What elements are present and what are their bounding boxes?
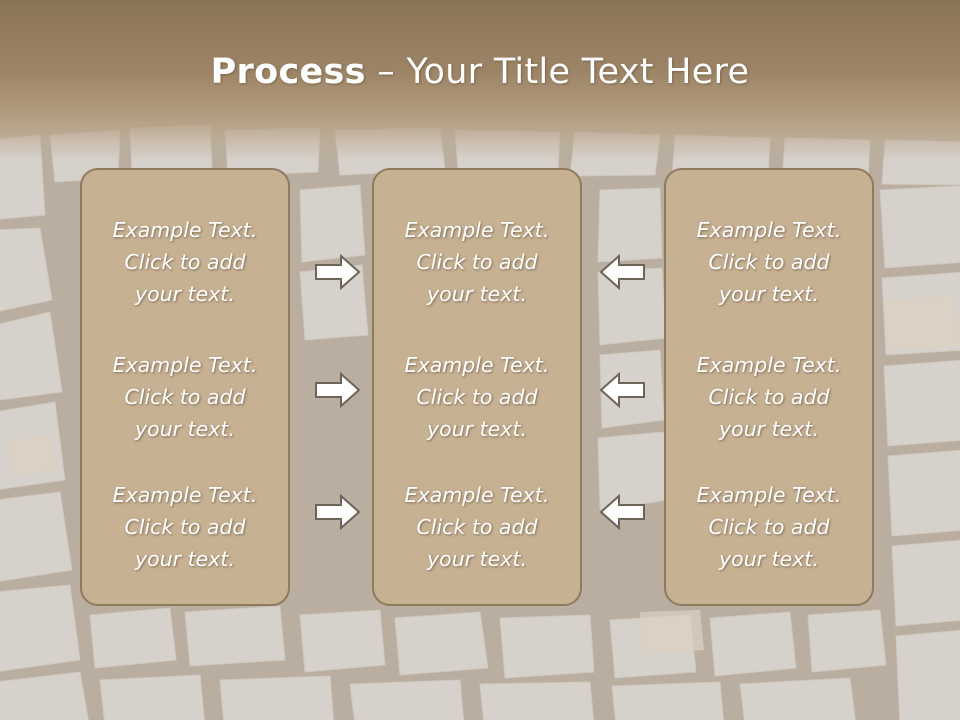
text-placeholder[interactable]: Example Text. Click to add your text. bbox=[82, 214, 288, 310]
text-placeholder[interactable]: Example Text. Click to add your text. bbox=[82, 349, 288, 445]
title-bold: Process bbox=[210, 52, 366, 92]
process-box-3[interactable]: Example Text. Click to add your text. Ex… bbox=[664, 168, 874, 606]
arrow-right-icon bbox=[315, 253, 361, 291]
title-separator: – bbox=[365, 52, 407, 92]
text-line: Click to add bbox=[416, 515, 538, 539]
process-box-1[interactable]: Example Text. Click to add your text. Ex… bbox=[80, 168, 290, 606]
text-line: your text. bbox=[135, 417, 235, 441]
slide-title[interactable]: Process – Your Title Text Here bbox=[0, 52, 960, 92]
text-placeholder[interactable]: Example Text. Click to add your text. bbox=[82, 479, 288, 575]
text-line: Example Text. bbox=[696, 483, 842, 507]
text-line: your text. bbox=[427, 417, 527, 441]
text-placeholder[interactable]: Example Text. Click to add your text. bbox=[666, 214, 872, 310]
text-line: Click to add bbox=[124, 515, 246, 539]
text-line: your text. bbox=[719, 417, 819, 441]
text-line: Example Text. bbox=[112, 483, 258, 507]
text-line: your text. bbox=[135, 282, 235, 306]
text-line: Click to add bbox=[416, 385, 538, 409]
text-line: your text. bbox=[135, 547, 235, 571]
arrow-right-icon bbox=[315, 371, 361, 409]
text-line: Example Text. bbox=[112, 218, 258, 242]
text-placeholder[interactable]: Example Text. Click to add your text. bbox=[666, 349, 872, 445]
arrow-right-icon bbox=[315, 493, 361, 531]
text-line: Click to add bbox=[124, 385, 246, 409]
text-line: your text. bbox=[719, 547, 819, 571]
text-line: your text. bbox=[427, 282, 527, 306]
text-line: Click to add bbox=[708, 515, 830, 539]
text-placeholder[interactable]: Example Text. Click to add your text. bbox=[666, 479, 872, 575]
title-rest: Your Title Text Here bbox=[406, 52, 750, 92]
header-band bbox=[0, 0, 960, 160]
text-line: Example Text. bbox=[112, 353, 258, 377]
text-line: your text. bbox=[719, 282, 819, 306]
text-line: Click to add bbox=[708, 385, 830, 409]
text-line: Example Text. bbox=[696, 218, 842, 242]
text-line: Click to add bbox=[124, 250, 246, 274]
text-line: Example Text. bbox=[404, 483, 550, 507]
text-line: Example Text. bbox=[696, 353, 842, 377]
process-box-2[interactable]: Example Text. Click to add your text. Ex… bbox=[372, 168, 582, 606]
text-placeholder[interactable]: Example Text. Click to add your text. bbox=[374, 349, 580, 445]
text-line: your text. bbox=[427, 547, 527, 571]
arrow-left-icon bbox=[599, 371, 645, 409]
text-line: Click to add bbox=[708, 250, 830, 274]
text-placeholder[interactable]: Example Text. Click to add your text. bbox=[374, 479, 580, 575]
arrow-left-icon bbox=[599, 493, 645, 531]
arrow-left-icon bbox=[599, 253, 645, 291]
text-line: Click to add bbox=[416, 250, 538, 274]
text-line: Example Text. bbox=[404, 218, 550, 242]
text-line: Example Text. bbox=[404, 353, 550, 377]
text-placeholder[interactable]: Example Text. Click to add your text. bbox=[374, 214, 580, 310]
